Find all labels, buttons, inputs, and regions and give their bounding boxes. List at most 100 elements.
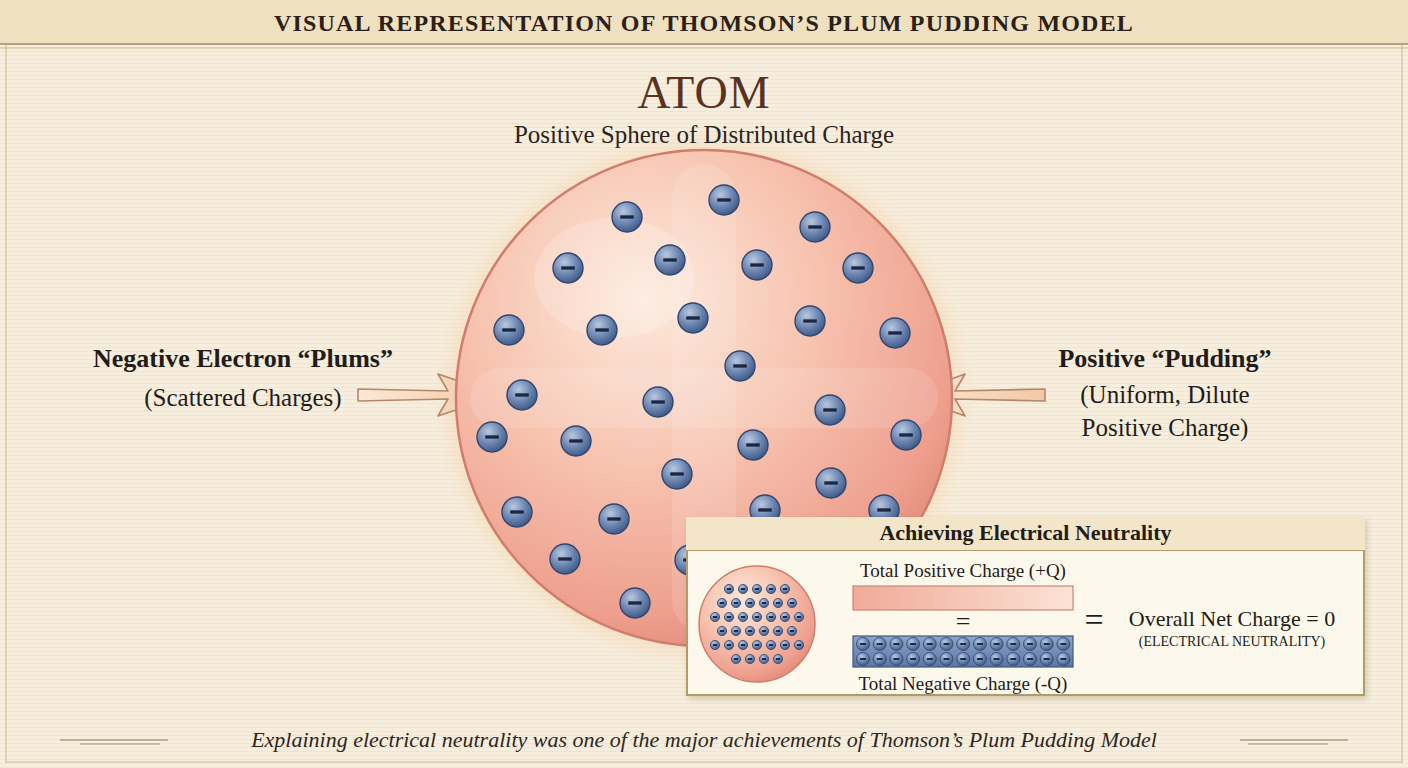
minus-sign <box>893 643 899 645</box>
electron-body <box>599 504 629 534</box>
electron-body <box>773 654 782 663</box>
sphere-highlight <box>534 218 694 338</box>
electron-body <box>843 253 873 283</box>
electron-plum <box>599 504 629 534</box>
electron-body <box>787 598 796 607</box>
minus-sign <box>808 225 822 228</box>
bar-electron <box>957 653 970 666</box>
electron-body <box>815 395 845 425</box>
mini-electron <box>759 654 768 663</box>
minus-sign <box>944 658 950 660</box>
minus-sign <box>927 643 933 645</box>
sphere-subheading: Positive Sphere of Distributed Charge <box>304 120 1104 150</box>
electron-body <box>745 598 754 607</box>
minus-sign <box>741 644 745 646</box>
minus-sign <box>734 602 738 604</box>
mini-electron <box>710 612 719 621</box>
electron-body <box>857 653 870 666</box>
neutrality-inset: Achieving Electrical NeutralityTotal Pos… <box>686 517 1365 696</box>
electron-body <box>1007 638 1020 651</box>
electron-plum <box>620 588 650 618</box>
mini-electron <box>766 584 775 593</box>
electron-body <box>805 545 835 575</box>
minus-sign <box>803 319 817 322</box>
electron-body <box>973 638 986 651</box>
electron-body <box>724 612 733 621</box>
bar-electron <box>973 638 986 651</box>
minus-sign <box>741 616 745 618</box>
minus-sign <box>762 658 766 660</box>
minus-sign <box>569 439 583 442</box>
inset-heading: Achieving Electrical Neutrality <box>686 517 1365 551</box>
electron-body <box>678 303 708 333</box>
electron-body <box>612 202 642 232</box>
electron-body <box>752 640 761 649</box>
electron-plum <box>795 306 825 336</box>
page-border <box>6 6 1402 762</box>
minus-sign <box>727 588 731 590</box>
minus-sign <box>748 658 752 660</box>
diagram-title: VISUAL REPRESENTATION OF THOMSON’S PLUM … <box>0 8 1408 38</box>
minus-sign <box>910 658 916 660</box>
mini-electron <box>759 598 768 607</box>
minus-sign <box>783 616 787 618</box>
bar-electron <box>1007 653 1020 666</box>
electron-body <box>738 430 768 460</box>
minus-sign <box>860 658 866 660</box>
mini-electron <box>745 598 754 607</box>
minus-sign <box>910 643 916 645</box>
electron-plum <box>612 202 642 232</box>
minus-sign <box>769 616 773 618</box>
electron-plum <box>502 497 532 527</box>
electron-body <box>502 497 532 527</box>
electron-plum <box>550 544 580 574</box>
minus-sign <box>1044 643 1050 645</box>
callout-label: (Scattered Charges) <box>63 382 423 414</box>
electron-body <box>787 626 796 635</box>
minus-sign <box>899 433 913 436</box>
minus-sign <box>686 316 700 319</box>
mini-electron <box>724 612 733 621</box>
mini-electron <box>738 584 747 593</box>
minus-sign <box>769 644 773 646</box>
electron-body <box>794 640 803 649</box>
electron-body <box>742 250 772 280</box>
electron-body <box>731 654 740 663</box>
electron-body <box>891 420 921 450</box>
minus-sign <box>755 588 759 590</box>
bar-electron <box>1007 638 1020 651</box>
electron-body <box>1057 653 1070 666</box>
mini-electron <box>766 640 775 649</box>
electron-plum <box>805 545 835 575</box>
minus-sign <box>502 328 516 331</box>
electron-body <box>857 638 870 651</box>
electron-body <box>507 380 537 410</box>
equals-sign: = <box>1074 602 1114 638</box>
mini-electron <box>745 626 754 635</box>
electron-group <box>477 185 921 618</box>
electron-body <box>880 318 910 348</box>
mini-electron <box>724 584 733 593</box>
minus-sign <box>1044 658 1050 660</box>
electron-body <box>662 459 692 489</box>
electron-plum <box>880 318 910 348</box>
minus-sign <box>746 443 760 446</box>
electron-body <box>816 468 846 498</box>
electron-body <box>923 653 936 666</box>
mini-electron <box>787 626 796 635</box>
bar-electron <box>923 653 936 666</box>
electron-plum <box>745 585 775 615</box>
minus-sign <box>851 266 865 269</box>
electron-body <box>766 584 775 593</box>
electron-body <box>725 351 755 381</box>
electron-body <box>873 653 886 666</box>
electron-plum <box>477 422 507 452</box>
minus-sign <box>977 643 983 645</box>
minus-sign <box>620 215 634 218</box>
electron-body <box>731 598 740 607</box>
minus-sign <box>1010 643 1016 645</box>
bar-electron <box>890 638 903 651</box>
minus-sign <box>670 472 684 475</box>
electron-body <box>745 626 754 635</box>
minus-sign <box>595 328 609 331</box>
